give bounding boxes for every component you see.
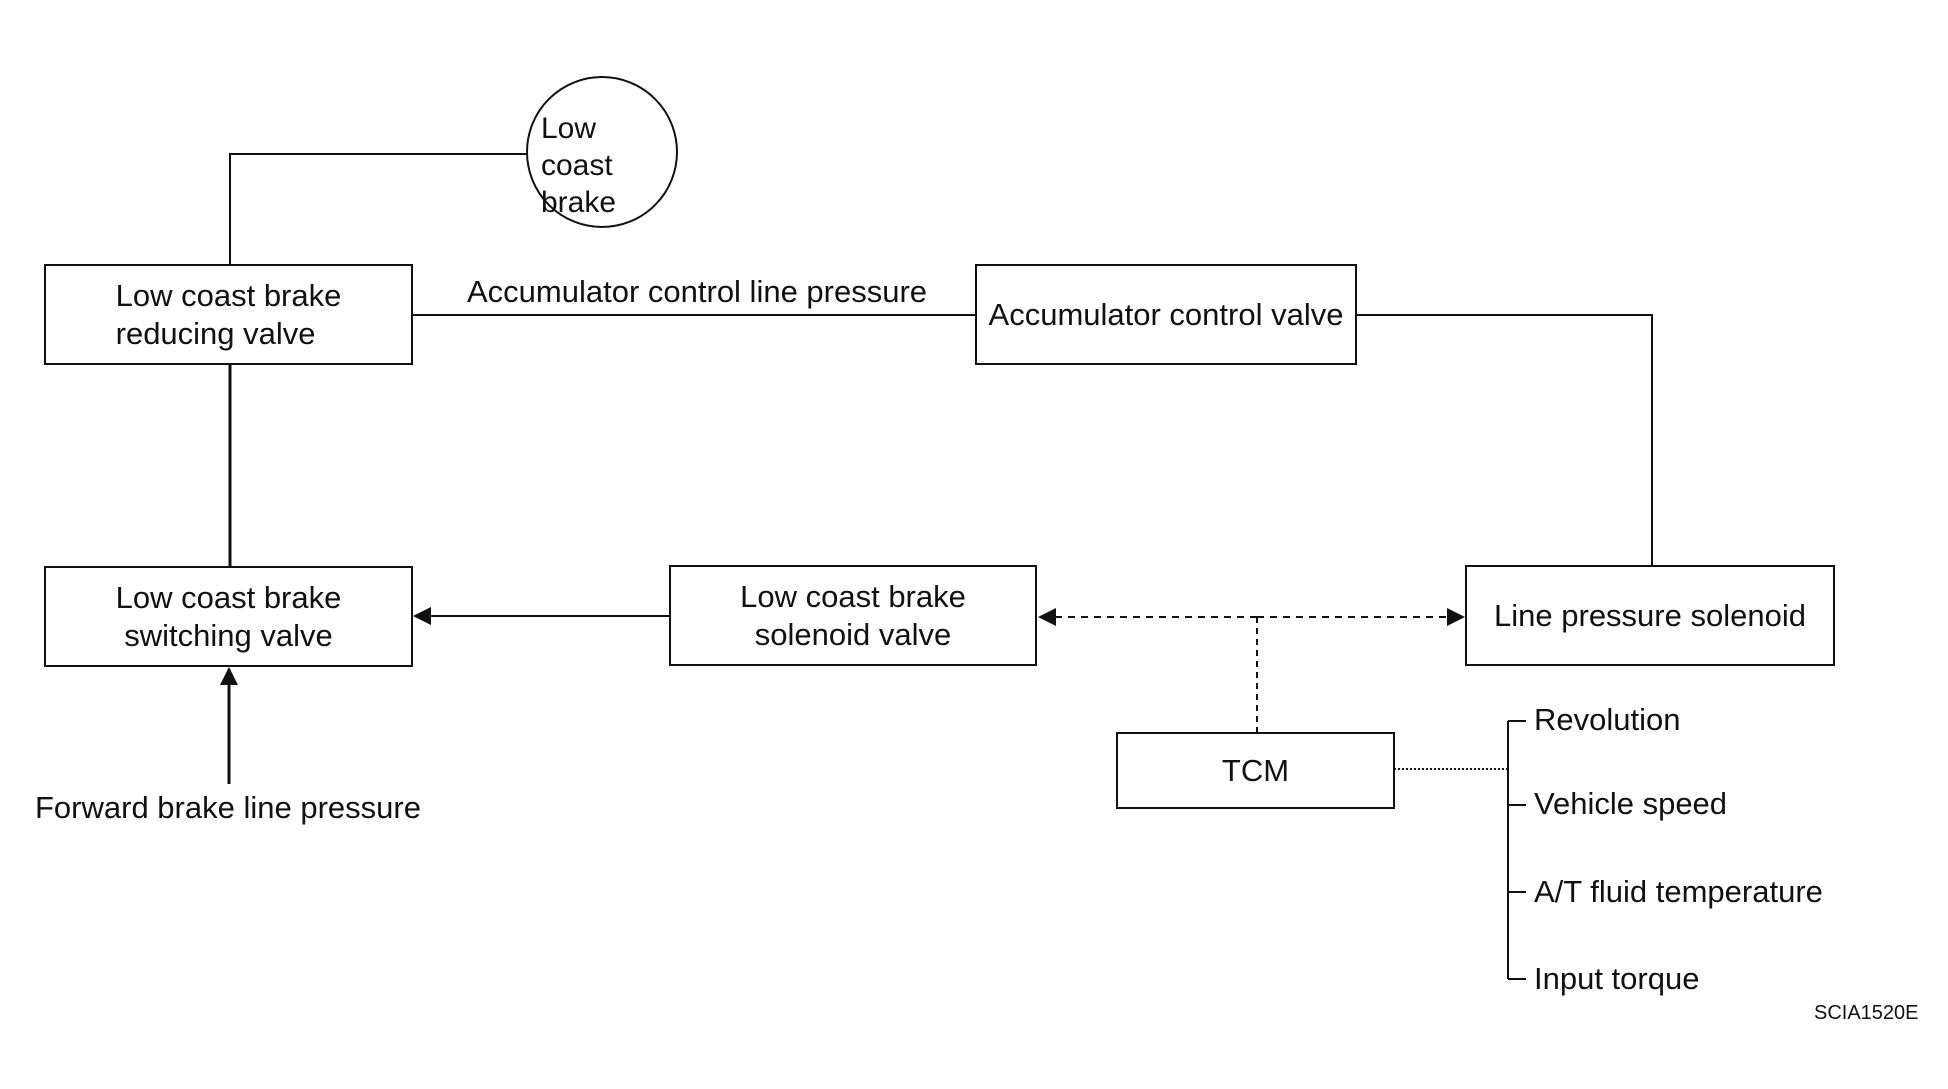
tcm-input-revolution: Revolution <box>1534 702 1681 737</box>
accumulator-control-valve-label: Accumulator control valve <box>988 296 1344 332</box>
reducing-valve-label-line1: Low coast brake <box>115 277 342 313</box>
figure-code: SCIA1520E <box>1814 1002 1919 1024</box>
tcm-label: TCM <box>1221 752 1290 788</box>
tcm-box: TCM <box>1116 732 1395 809</box>
accumulator-control-line-pressure-label: Accumulator control line pressure <box>467 274 928 309</box>
low-coast-brake-solenoid-valve: Low coast brake solenoid valve <box>669 565 1037 666</box>
switching-valve-label-line1: Low coast brake <box>115 579 342 615</box>
low-coast-brake-label-line2: brake <box>541 186 617 219</box>
forward-brake-line-pressure-label: Forward brake line pressure <box>35 790 421 825</box>
tcm-input-input-torque: Input torque <box>1534 961 1700 996</box>
low-coast-brake-label-line1: Low coast <box>541 112 613 182</box>
low-coast-brake-switching-valve: Low coast brake switching valve <box>44 566 413 667</box>
low-coast-brake-circle: Low coast brake <box>526 76 678 228</box>
switching-valve-label-line2: switching valve <box>124 617 333 653</box>
solenoid-valve-label-line1: Low coast brake <box>740 578 966 614</box>
low-coast-brake-reducing-valve: Low coast brake reducing valve <box>44 264 413 365</box>
line-brake-to-reducing-valve <box>229 153 530 264</box>
line-pressure-solenoid-label: Line pressure solenoid <box>1494 597 1806 633</box>
reducing-valve-label-line2: reducing valve <box>115 315 316 351</box>
tcm-input-fluid-temperature: A/T fluid temperature <box>1534 874 1823 909</box>
solenoid-valve-label-line2: solenoid valve <box>754 616 952 652</box>
line-pressure-solenoid: Line pressure solenoid <box>1465 565 1835 666</box>
line-accumulator-to-line-pressure-solenoid <box>1357 314 1653 566</box>
accumulator-control-valve: Accumulator control valve <box>975 264 1357 365</box>
tcm-input-vehicle-speed: Vehicle speed <box>1534 786 1728 821</box>
